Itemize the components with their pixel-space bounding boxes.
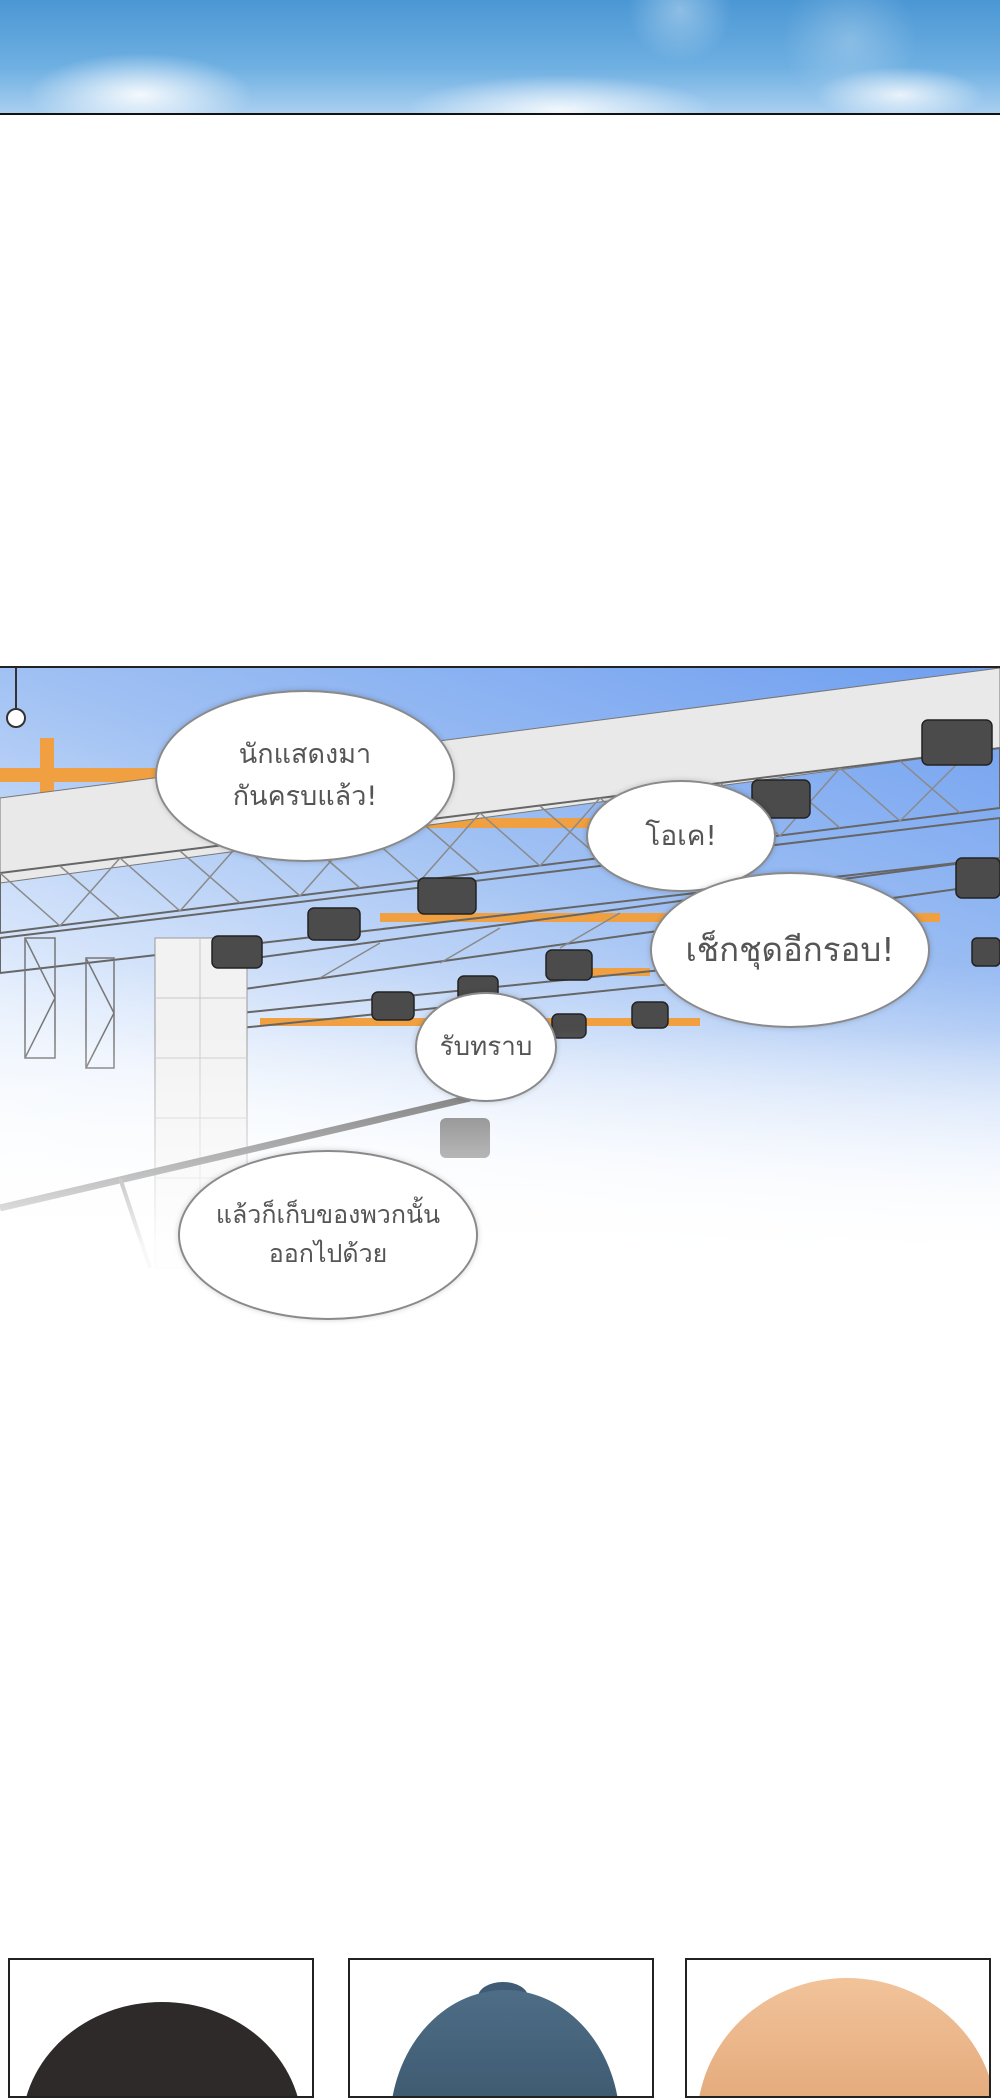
blue-hair-head bbox=[390, 1990, 620, 2096]
dark-hair-head bbox=[22, 2002, 302, 2096]
speech-bubble-check-costumes: เช็กชุดอีกรอบ! bbox=[650, 872, 930, 1028]
sky-strip-panel bbox=[0, 0, 1000, 115]
character-panel-blond-hair bbox=[685, 1958, 991, 2098]
blond-hair-head bbox=[697, 1978, 989, 2096]
speech-bubble-actors-arrived: นักแสดงมา กันครบแล้ว! bbox=[155, 690, 455, 862]
character-panel-blue-hair bbox=[348, 1958, 654, 2098]
speech-bubble-okay: โอเค! bbox=[586, 780, 776, 892]
character-panel-dark-hair bbox=[8, 1958, 314, 2098]
speech-bubble-roger: รับทราบ bbox=[415, 992, 557, 1102]
speech-bubble-remove-items: แล้วก็เก็บของพวกนั้น ออกไปด้วย bbox=[178, 1150, 478, 1320]
